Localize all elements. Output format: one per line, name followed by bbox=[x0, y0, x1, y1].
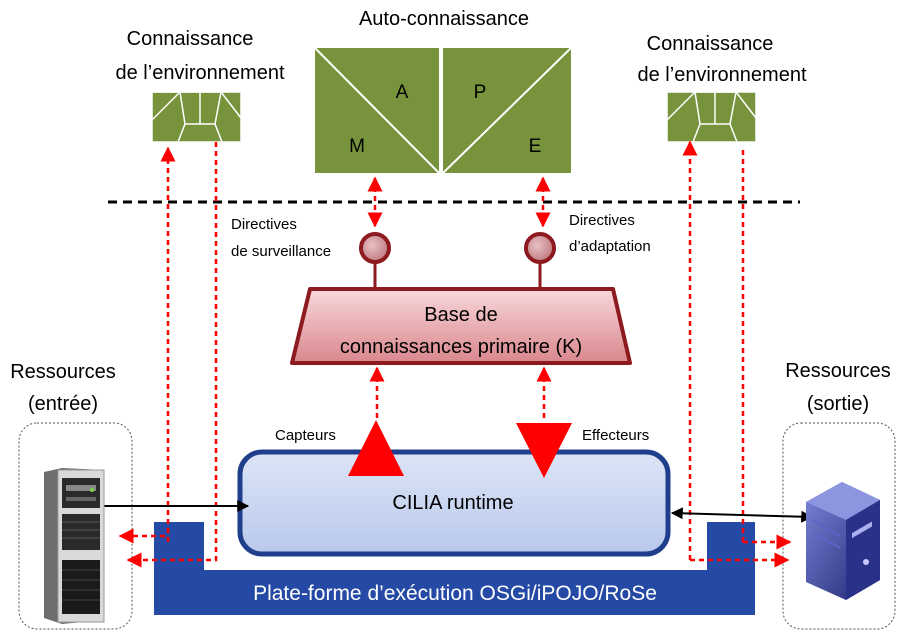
input-server-tower-icon bbox=[44, 468, 105, 624]
sensors-label: Capteurs bbox=[275, 427, 336, 444]
mape-diagonal-right bbox=[441, 46, 573, 175]
directives-surveillance-line2: de surveillance bbox=[231, 243, 331, 260]
platform-label: Plate-forme d’exécution OSGi/iPOJO/RoSe bbox=[253, 582, 657, 605]
env-knowledge-left-title-line1: Connaissance bbox=[127, 28, 254, 50]
env-left-down-path bbox=[126, 142, 218, 568]
env-knowledge-right-box bbox=[666, 91, 757, 143]
resources-output-container bbox=[782, 422, 896, 630]
effector-triangle bbox=[516, 423, 572, 478]
directives-adaptation-line1: Directives bbox=[569, 212, 635, 229]
knowledge-base-label-line1: Base de bbox=[424, 304, 497, 326]
mape-label-p: P bbox=[474, 82, 487, 103]
auto-connaissance-title: Auto-connaissance bbox=[359, 8, 529, 30]
resources-input-label-line1: Ressources bbox=[10, 361, 116, 383]
resources-output-label-line1: Ressources bbox=[785, 360, 891, 382]
mape-label-a: A bbox=[396, 82, 409, 103]
mape-block: M A P E bbox=[313, 46, 573, 175]
runtime-to-output-resource-arrow bbox=[670, 507, 814, 523]
env-knowledge-left-box bbox=[151, 91, 242, 143]
mape-label-e: E bbox=[529, 136, 542, 157]
env-knowledge-right-title-line1: Connaissance bbox=[647, 33, 774, 55]
adaptation-port-knob bbox=[524, 232, 556, 289]
platform-left-pillar bbox=[154, 522, 204, 572]
platform-bar bbox=[154, 570, 755, 615]
resources-input-container bbox=[18, 422, 133, 630]
resources-output-label-line2: (sortie) bbox=[807, 393, 869, 415]
surveillance-port-knob bbox=[359, 232, 391, 289]
platform-right-pillar bbox=[707, 522, 755, 572]
knowledge-base: Base de connaissances primaire (K) bbox=[290, 287, 632, 365]
env-knowledge-right-title-line2: de l’environnement bbox=[638, 64, 807, 86]
env-knowledge-left-title-line2: de l’environnement bbox=[116, 62, 285, 84]
mape-label-m: M bbox=[349, 136, 365, 157]
knowledge-base-label-line2: connaissances primaire (K) bbox=[340, 336, 582, 358]
directives-surveillance-line1: Directives bbox=[231, 216, 297, 233]
sensor-triangle bbox=[348, 420, 404, 476]
directives-adaptation-line2: d’adaptation bbox=[569, 238, 651, 255]
output-server-icon bbox=[806, 482, 880, 600]
resources-input-label-line2: (entrée) bbox=[28, 393, 98, 415]
mape-diagonal-left bbox=[313, 46, 441, 175]
cilia-runtime-label: CILIA runtime bbox=[392, 492, 513, 514]
effectors-label: Effecteurs bbox=[582, 427, 649, 444]
